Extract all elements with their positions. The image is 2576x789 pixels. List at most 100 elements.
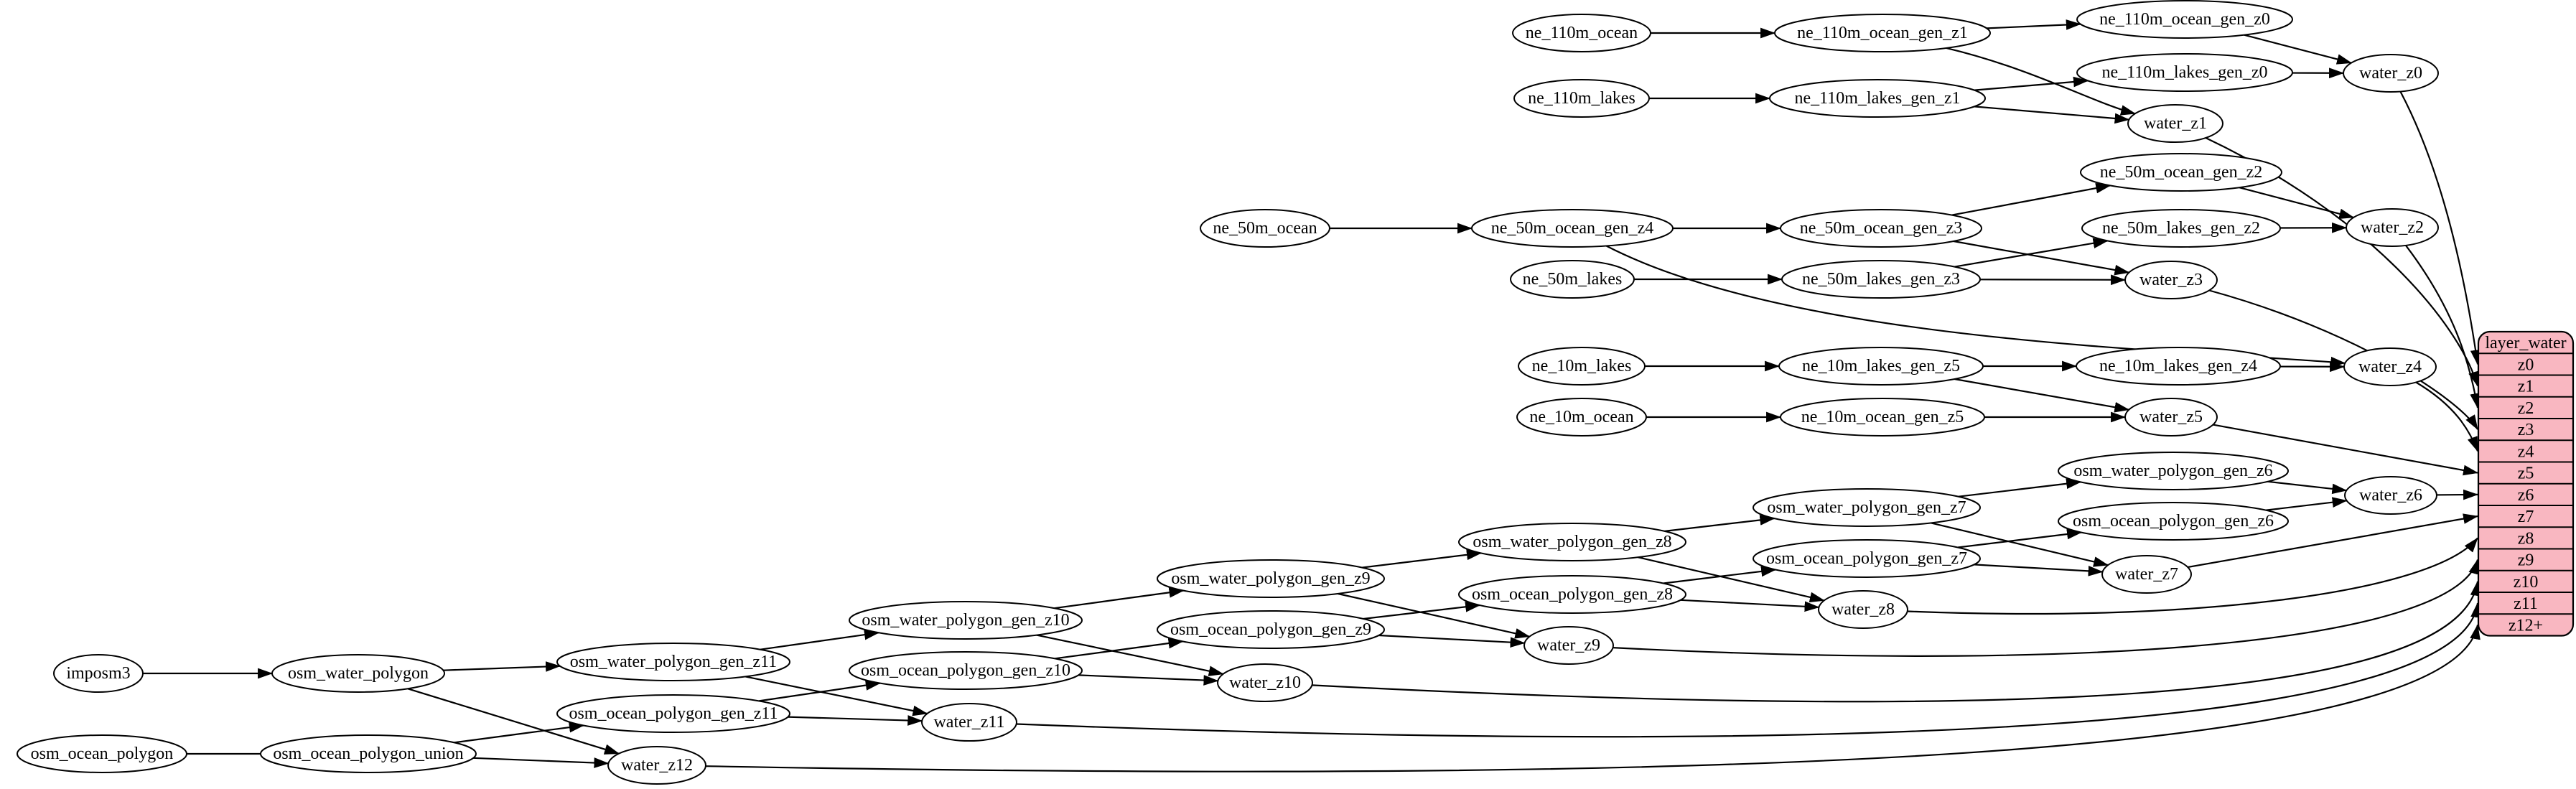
edge-ne_10m_lakes_gen_z5-to-water_z5 [1954, 378, 2130, 413]
edge-osm_ocean_polygon_gen_z7-to-osm_ocean_polygon_gen_z6 [1957, 528, 2083, 548]
node-label: ne_10m_lakes_gen_z4 [2099, 357, 2257, 375]
node-label: osm_ocean_polygon_union [273, 744, 463, 763]
node-ellipse [921, 703, 1017, 742]
node-label: imposm3 [66, 664, 130, 683]
node-ellipse [2076, 347, 2281, 386]
edge-ne_50m_ocean_gen_z3-to-ne_50m_ocean_gen_z2 [1951, 182, 2111, 216]
node-label: osm_water_polygon_gen_z8 [1473, 533, 1671, 551]
node-ellipse [53, 654, 144, 693]
node-ne_50m_lakes_gen_z2: ne_50m_lakes_gen_z2 [2081, 209, 2281, 248]
edge-ne_110m_lakes_gen_z1-to-ne_110m_lakes_gen_z0 [1974, 76, 2089, 91]
table-row-z6: z6 [2518, 486, 2534, 505]
edge-ne_50m_ocean_gen_z2-to-water_z2 [2239, 187, 2355, 219]
node-ellipse [1510, 260, 1635, 299]
edge-ne_110m_lakes_gen_z1-to-water_z1 [1974, 106, 2130, 124]
node-ne_110m_ocean_gen_z1: ne_110m_ocean_gen_z1 [1774, 14, 1991, 52]
node-ellipse [1458, 575, 1686, 614]
edge-osm_ocean_polygon_gen_z8-to-osm_ocean_polygon_gen_z7 [1663, 566, 1777, 584]
node-ellipse [1471, 209, 1674, 248]
node-label: water_z11 [933, 713, 1004, 732]
node-label: ne_50m_ocean_gen_z4 [1491, 219, 1654, 238]
edge-water_z11-to-layer_water-z11 [1016, 602, 2481, 738]
node-water_z1: water_z1 [2127, 104, 2223, 143]
edge-osm_ocean_polygon_gen_z11-to-water_z11 [788, 715, 923, 726]
node-ellipse [260, 734, 477, 773]
node-ne_10m_lakes_gen_z5: ne_10m_lakes_gen_z5 [1778, 347, 1984, 386]
node-ellipse [1753, 539, 1981, 578]
edge-osm_water_polygon_gen_z7-to-osm_water_polygon_gen_z6 [1958, 478, 2082, 498]
node-ne_110m_ocean: ne_110m_ocean [1512, 14, 1651, 52]
node-water_z12: water_z12 [607, 746, 706, 785]
node-ellipse [17, 734, 187, 773]
table-row-z9: z9 [2518, 551, 2534, 570]
node-label: ne_110m_ocean_gen_z1 [1797, 24, 1968, 42]
table-row-z0: z0 [2518, 355, 2534, 374]
node-water_z8: water_z8 [1818, 590, 1908, 629]
edge-osm_water_polygon_gen_z10-to-water_z10 [1036, 634, 1224, 676]
table-layer-water: layer_waterz0z1z2z3z4z5z6z7z8z9z10z11z12… [2477, 330, 2575, 637]
node-ellipse [556, 643, 790, 681]
edge-osm_ocean_polygon_gen_z7-to-water_z7 [1974, 564, 2104, 576]
node-ne_10m_ocean_gen_z5: ne_10m_ocean_gen_z5 [1780, 398, 1985, 436]
node-ellipse [1200, 209, 1330, 248]
edge-osm_ocean_polygon_gen_z10-to-water_z10 [1078, 674, 1219, 686]
edge-water_z12-to-layer_water-z12+ [705, 624, 2481, 772]
node-ellipse [271, 654, 445, 693]
node-ellipse [849, 601, 1083, 640]
node-ne_110m_lakes: ne_110m_lakes [1513, 79, 1650, 118]
edge-ne_110m_ocean_gen_z1-to-ne_110m_ocean_gen_z0 [1987, 19, 2081, 30]
edge-osm_ocean_polygon_union-to-osm_ocean_polygon_gen_z11 [454, 722, 584, 744]
node-label: water_z0 [2359, 64, 2422, 83]
node-ellipse [1523, 626, 1614, 665]
node-label: water_z5 [2139, 408, 2203, 426]
node-osm_water_polygon_gen_z6: osm_water_polygon_gen_z6 [2058, 452, 2289, 490]
node-osm_ocean_polygon_gen_z7: osm_ocean_polygon_gen_z7 [1753, 539, 1981, 578]
edge-water_z2-to-layer_water-z2 [2405, 245, 2481, 408]
node-label: ne_110m_ocean [1526, 24, 1638, 42]
node-ellipse [1778, 347, 1984, 386]
edge-osm_water_polygon_gen_z10-to-osm_water_polygon_gen_z9 [1054, 587, 1185, 610]
node-label: ne_50m_ocean [1213, 219, 1317, 238]
edge-ne_50m_lakes_gen_z3-to-water_z3 [1979, 274, 2127, 286]
node-ne_50m_lakes_gen_z3: ne_50m_lakes_gen_z3 [1781, 260, 1981, 299]
node-ne_110m_ocean_gen_z0: ne_110m_ocean_gen_z0 [2076, 0, 2293, 39]
node-water_z9: water_z9 [1523, 626, 1614, 665]
node-ellipse [1780, 398, 1985, 436]
node-label: ne_10m_ocean [1529, 408, 1633, 426]
node-imposm3: imposm3 [53, 654, 144, 693]
node-label: osm_water_polygon_gen_z9 [1171, 569, 1370, 588]
table-header: layer_water [2485, 334, 2566, 353]
edge-ne_50m_lakes_gen_z3-to-ne_50m_lakes_gen_z2 [1954, 238, 2109, 268]
table-row-z12+: z12+ [2509, 616, 2543, 635]
node-label: ne_50m_lakes_gen_z2 [2102, 219, 2260, 238]
edge-water_z8-to-layer_water-z8 [1907, 537, 2478, 615]
node-label: water_z6 [2359, 486, 2422, 505]
node-osm_water_polygon_gen_z7: osm_water_polygon_gen_z7 [1753, 488, 1981, 527]
node-label: water_z10 [1229, 673, 1301, 692]
node-ellipse [1780, 209, 1982, 248]
node-water_z10: water_z10 [1217, 663, 1313, 702]
node-label: water_z3 [2139, 271, 2203, 289]
node-ne_50m_lakes: ne_50m_lakes [1510, 260, 1635, 299]
node-label: water_z7 [2115, 565, 2178, 584]
edge-osm_ocean_polygon_gen_z10-to-osm_ocean_polygon_gen_z9 [1055, 638, 1184, 660]
node-water_z6: water_z6 [2344, 476, 2437, 515]
node-label: osm_water_polygon [288, 664, 429, 683]
node-water_z2: water_z2 [2346, 208, 2439, 247]
node-water_z4: water_z4 [2343, 347, 2437, 386]
edge-osm_ocean_polygon_gen_z6-to-water_z6 [2264, 497, 2348, 511]
edge-ne_110m_ocean_gen_z0-to-water_z0 [2244, 34, 2353, 65]
node-ellipse [607, 746, 706, 785]
node-label: water_z2 [2361, 218, 2424, 237]
node-osm_ocean_polygon_gen_z11: osm_ocean_polygon_gen_z11 [556, 694, 790, 733]
edge-osm_water_polygon-to-osm_water_polygon_gen_z11 [443, 661, 561, 672]
node-ellipse [1818, 590, 1908, 629]
table-row-z2: z2 [2518, 399, 2534, 418]
node-label: osm_ocean_polygon_gen_z11 [569, 704, 778, 723]
node-label: osm_ocean_polygon_gen_z6 [2073, 512, 2274, 531]
node-ellipse [1518, 347, 1646, 386]
node-ellipse [2081, 209, 2281, 248]
edge-water_z7-to-layer_water-z7 [2188, 513, 2479, 569]
node-label: osm_ocean_polygon_gen_z8 [1472, 585, 1673, 604]
node-ellipse [2058, 502, 2289, 541]
